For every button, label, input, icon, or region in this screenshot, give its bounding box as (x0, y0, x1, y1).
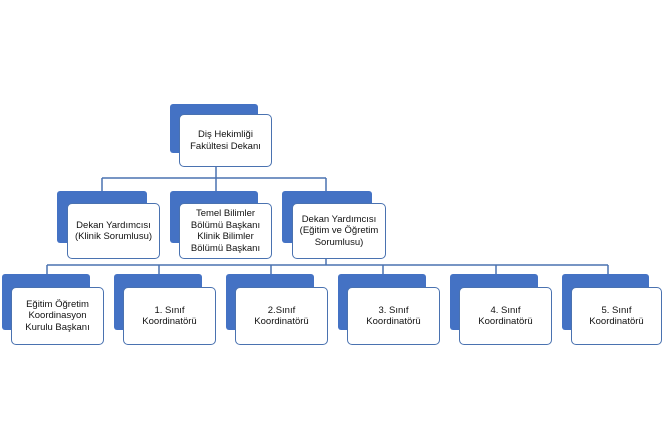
node-class-4-coordinator-label: 4. Sınıf Koordinatörü (459, 287, 552, 345)
node-class-4-coordinator: 4. Sınıf Koordinatörü (450, 274, 552, 345)
node-class-1-coordinator: 1. Sınıf Koordinatörü (114, 274, 216, 345)
node-class-5-coordinator-label: 5. Sınıf Koordinatörü (571, 287, 662, 345)
connector-level2-to-level3 (46, 258, 609, 274)
node-vice-dean-education: Dekan Yardımcısı (Eğitim ve Öğretim Soru… (282, 191, 386, 259)
node-class-3-coordinator: 3. Sınıf Koordinatörü (338, 274, 440, 345)
node-education-coordination-head: Eğitim Öğretim Koordinasyon Kurulu Başka… (2, 274, 104, 345)
node-class-2-coordinator: 2.Sınıf Koordinatörü (226, 274, 328, 345)
node-department-heads: Temel Bilimler Bölümü Başkanı Klinik Bil… (170, 191, 272, 259)
node-vice-dean-clinical-label: Dekan Yardımcısı (Klinik Sorumlusu) (67, 203, 160, 259)
node-vice-dean-clinical: Dekan Yardımcısı (Klinik Sorumlusu) (57, 191, 160, 259)
node-vice-dean-education-label: Dekan Yardımcısı (Eğitim ve Öğretim Soru… (292, 203, 386, 259)
node-dean-label: Diş Hekimliği Fakültesi Dekanı (179, 114, 272, 167)
node-class-5-coordinator: 5. Sınıf Koordinatörü (562, 274, 662, 345)
node-class-3-coordinator-label: 3. Sınıf Koordinatörü (347, 287, 440, 345)
node-class-1-coordinator-label: 1. Sınıf Koordinatörü (123, 287, 216, 345)
node-dean: Diş Hekimliği Fakültesi Dekanı (170, 104, 272, 168)
node-department-heads-label: Temel Bilimler Bölümü Başkanı Klinik Bil… (179, 203, 272, 259)
connector-root-to-level2 (101, 167, 327, 191)
node-class-2-coordinator-label: 2.Sınıf Koordinatörü (235, 287, 328, 345)
node-education-coordination-head-label: Eğitim Öğretim Koordinasyon Kurulu Başka… (11, 287, 104, 345)
